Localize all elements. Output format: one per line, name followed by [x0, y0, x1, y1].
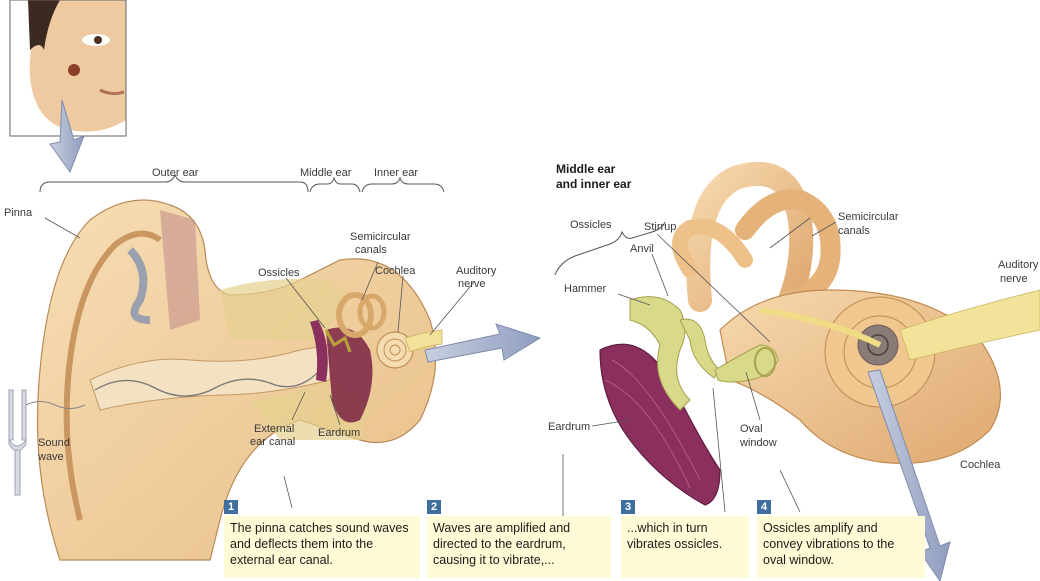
label-auditory-nerve-right-2: nerve [1000, 273, 1028, 285]
label-semicircular-canals-2: canals [355, 244, 387, 256]
label-stirrup: Stirrup [644, 221, 676, 233]
label-cochlea-right: Cochlea [960, 459, 1001, 471]
step-3-caption: ...which in turn vibrates ossicles. [621, 516, 749, 578]
label-semicircular-right-1: Semicircular [838, 211, 899, 223]
label-auditory-nerve-left-1: Auditory [456, 265, 497, 277]
label-ossicles-left: Ossicles [258, 267, 300, 279]
label-eardrum-right: Eardrum [548, 421, 590, 433]
label-ossicles-right: Ossicles [570, 219, 612, 231]
label-oval-window-1: Oval [740, 423, 763, 435]
label-external-canal-1: External [254, 423, 294, 435]
tuning-fork-icon [9, 390, 26, 495]
label-auditory-nerve-left-2: nerve [458, 278, 486, 290]
face-thumbnail [10, 0, 126, 136]
label-outer-ear: Outer ear [152, 167, 199, 179]
label-external-canal-2: ear canal [250, 436, 295, 448]
label-auditory-nerve-right-1: Auditory [998, 259, 1039, 271]
step-1-caption: The pinna catches sound waves and deflec… [224, 516, 420, 578]
step-4-caption: Ossicles amplify and convey vibrations t… [757, 516, 925, 578]
step-4-badge: 4 [757, 500, 771, 514]
label-inner-ear: Inner ear [374, 167, 418, 179]
step-3-badge: 3 [621, 500, 635, 514]
label-sound-wave-2: wave [37, 451, 64, 463]
label-hammer: Hammer [564, 283, 607, 295]
label-anvil: Anvil [630, 243, 654, 255]
label-oval-window-2: window [739, 437, 777, 449]
step-1-badge: 1 [224, 500, 238, 514]
label-semicircular-right-2: canals [838, 225, 870, 237]
label-semicircular-canals-1: Semicircular [350, 231, 411, 243]
label-sound-wave-1: Sound [38, 437, 70, 449]
step-2-caption: Waves are amplified and directed to the … [427, 516, 611, 578]
label-eardrum-left: Eardrum [318, 427, 360, 439]
label-middle-inner-title-2: and inner ear [556, 177, 632, 191]
label-pinna: Pinna [4, 207, 33, 219]
label-cochlea-left: Cochlea [375, 265, 416, 277]
step-2-badge: 2 [427, 500, 441, 514]
label-middle-inner-title-1: Middle ear [556, 162, 616, 176]
label-middle-ear: Middle ear [300, 167, 352, 179]
